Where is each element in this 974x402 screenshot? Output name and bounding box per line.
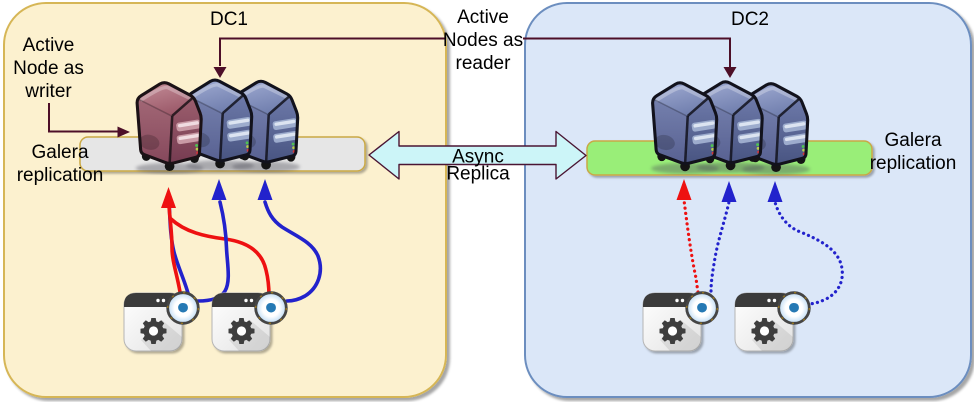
svg-text:Node as: Node as [13,58,84,79]
svg-text:Async: Async [452,147,504,168]
svg-text:Replica: Replica [446,164,510,185]
svg-text:reader: reader [456,53,512,74]
svg-text:writer: writer [24,81,72,102]
svg-text:DC1: DC1 [210,9,248,30]
svg-text:replication: replication [870,153,957,174]
svg-text:Galera: Galera [31,142,88,163]
svg-text:Active: Active [23,35,75,56]
svg-text:Galera: Galera [884,130,941,151]
svg-text:Nodes as: Nodes as [443,30,523,51]
svg-text:DC2: DC2 [731,9,769,30]
svg-text:Active: Active [457,7,509,28]
svg-text:replication: replication [17,165,104,186]
